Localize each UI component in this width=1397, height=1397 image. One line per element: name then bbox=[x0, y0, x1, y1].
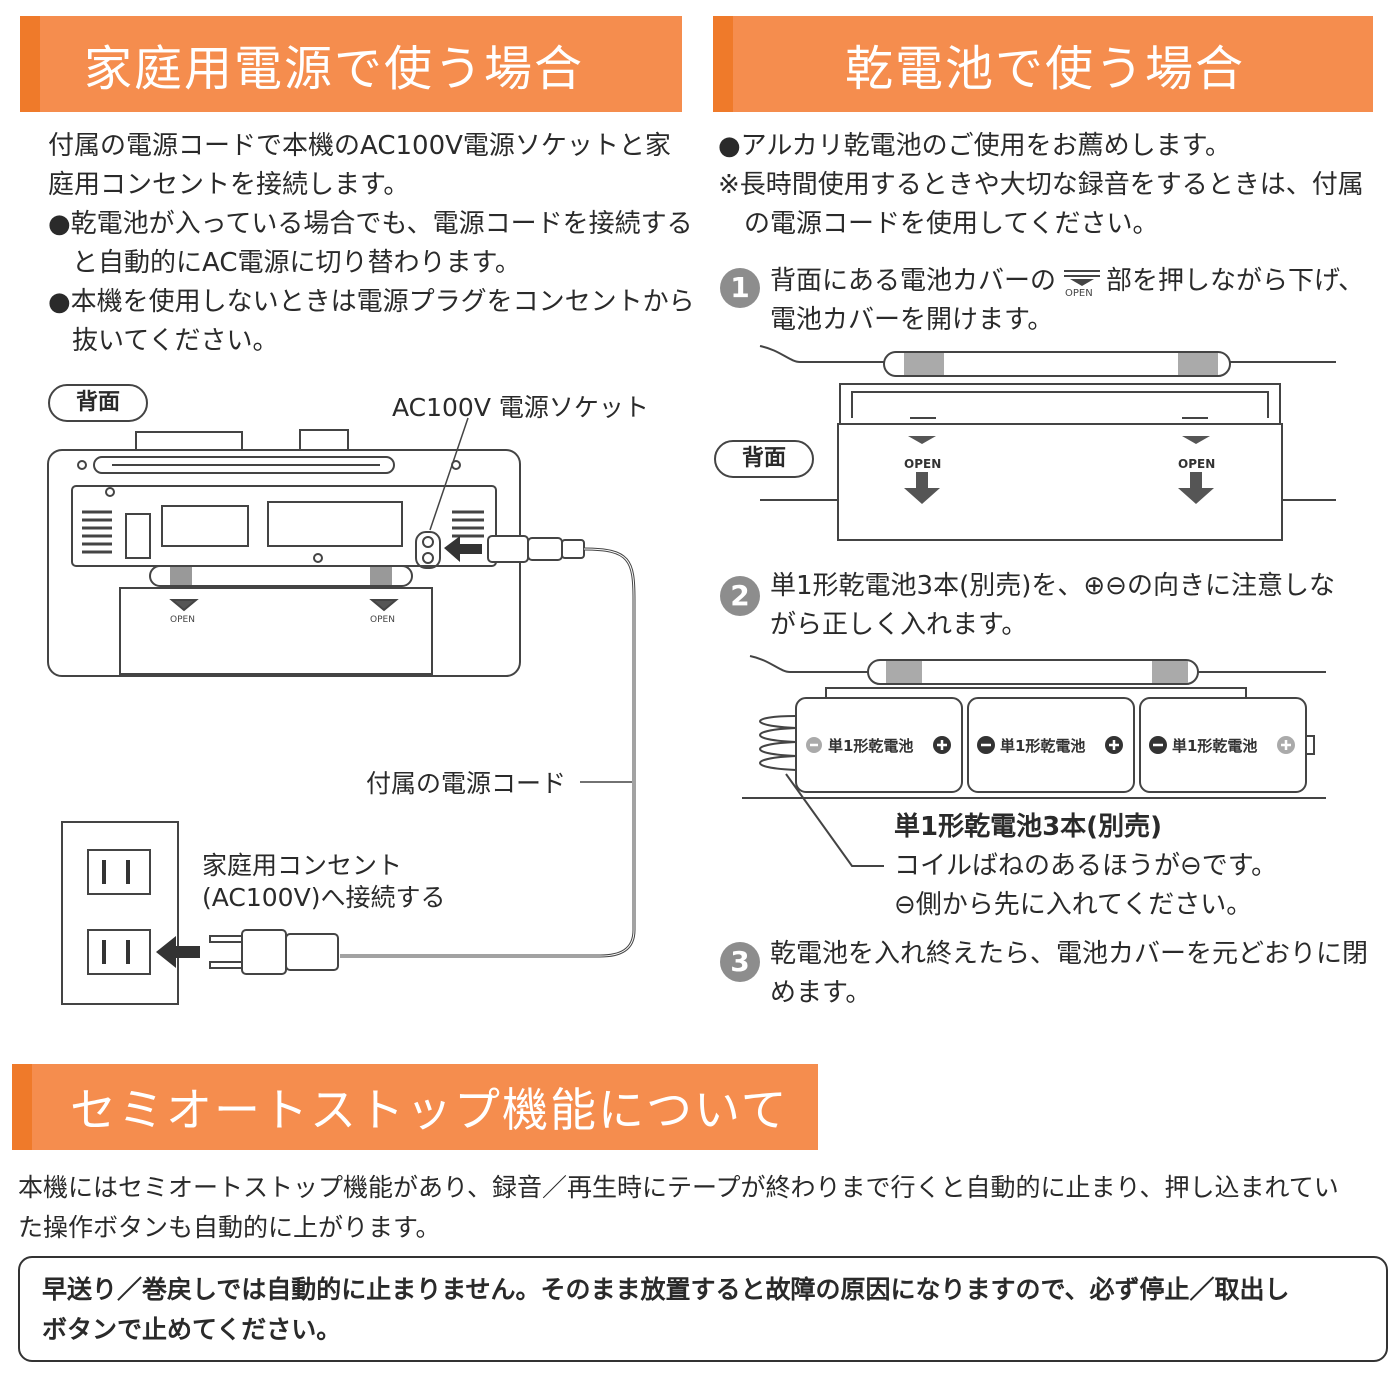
section-header-battery: 乾電池で使う場合 bbox=[713, 16, 1373, 112]
socket-label: AC100V 電源ソケット bbox=[392, 393, 649, 422]
intro-line-2: 庭用コンセントを接続します。 bbox=[48, 170, 410, 200]
section-header-home-power: 家庭用電源で使う場合 bbox=[20, 16, 682, 112]
open-icon: OPEN bbox=[1064, 270, 1100, 299]
battery-note-2: の電源コードを使用してください。 bbox=[744, 209, 1159, 239]
battery-caption-3: ⊖側から先に入れてください。 bbox=[894, 890, 1253, 920]
semi-auto-line-1: 本機にはセミオートストップ機能があり、録音／再生時にテープが終わりまで行くと自動… bbox=[18, 1173, 1339, 1202]
open-mark-right: OPEN bbox=[370, 615, 395, 625]
outlet-label-1: 家庭用コンセント bbox=[202, 851, 403, 880]
step-3-text-b: めます。 bbox=[770, 978, 872, 1008]
battery-label-3: 単1形乾電池 bbox=[1172, 737, 1257, 755]
warning-line-1: 早送り／巻戻しでは自動的に止まりません。そのまま放置すると故障の原因になりますの… bbox=[42, 1275, 1290, 1304]
cover-open-right: OPEN bbox=[1178, 457, 1215, 471]
warning-line-2: ボタンで止めてください。 bbox=[42, 1315, 342, 1344]
back-label-right: 背面 bbox=[714, 440, 814, 478]
section-title: 家庭用電源で使う場合 bbox=[84, 41, 585, 97]
cover-open-left: OPEN bbox=[904, 457, 941, 471]
step-1-badge: 1 bbox=[720, 268, 760, 308]
battery-label-1: 単1形乾電池 bbox=[828, 737, 913, 755]
step-2-text-a: 単1形乾電池3本(別売)を、⊕⊖の向きに注意しな bbox=[770, 571, 1335, 601]
battery-insert-illustration: 単1形乾電池 単1形乾電池 単1形乾電池 bbox=[742, 655, 1326, 867]
outlet-label-2: (AC100V)へ接続する bbox=[202, 883, 446, 912]
step-3-badge: 3 bbox=[720, 942, 760, 982]
note-line-3: ●本機を使用しないときは電源プラグをコンセントから bbox=[48, 287, 695, 317]
note-line-2: と自動的にAC電源に切り替わります。 bbox=[72, 248, 521, 278]
step-1-text-b: 部を押しながら下げ、 bbox=[1106, 266, 1365, 296]
note-line-1: ●乾電池が入っている場合でも、電源コードを接続する bbox=[48, 209, 693, 239]
step-3-text-a: 乾電池を入れ終えたら、電池カバーを元どおりに閉 bbox=[770, 939, 1369, 969]
cord-label: 付属の電源コード bbox=[366, 769, 567, 798]
battery-caption-1: 単1形乾電池3本(別売) bbox=[894, 812, 1162, 842]
radio-back-illustration: OPEN OPEN bbox=[47, 417, 636, 1005]
battery-caption-2: コイルばねのあるほうが⊖です。 bbox=[894, 851, 1278, 881]
battery-cover-illustration: OPEN OPEN bbox=[759, 345, 1336, 541]
section-title: 乾電池で使う場合 bbox=[845, 41, 1246, 97]
step-2-text-b: がら正しく入れます。 bbox=[770, 610, 1028, 640]
intro-line-1: 付属の電源コードで本機のAC100V電源ソケットと家 bbox=[48, 131, 671, 161]
open-mark-left: OPEN bbox=[170, 615, 195, 625]
step-1-text-c: 電池カバーを開けます。 bbox=[770, 305, 1054, 335]
note-line-4: 抜いてください。 bbox=[72, 326, 279, 356]
battery-label-2: 単1形乾電池 bbox=[1000, 737, 1085, 755]
section-header-semi-auto-stop: セミオートストップ機能について bbox=[12, 1064, 818, 1150]
battery-note-1: ※長時間使用するときや大切な録音をするときは、付属 bbox=[718, 170, 1364, 200]
step-1-text-a: 背面にある電池カバーの bbox=[770, 266, 1057, 296]
back-label: 背面 bbox=[48, 384, 148, 422]
section-title: セミオートストップ機能について bbox=[70, 1083, 789, 1137]
battery-recommend: ●アルカリ乾電池のご使用をお薦めします。 bbox=[718, 131, 1232, 161]
warning-box: 早送り／巻戻しでは自動的に止まりません。そのまま放置すると故障の原因になりますの… bbox=[18, 1256, 1388, 1362]
semi-auto-line-2: た操作ボタンも自動的に上がります。 bbox=[18, 1213, 441, 1242]
step-2-badge: 2 bbox=[720, 576, 760, 616]
open-icon-text: OPEN bbox=[1065, 288, 1093, 299]
